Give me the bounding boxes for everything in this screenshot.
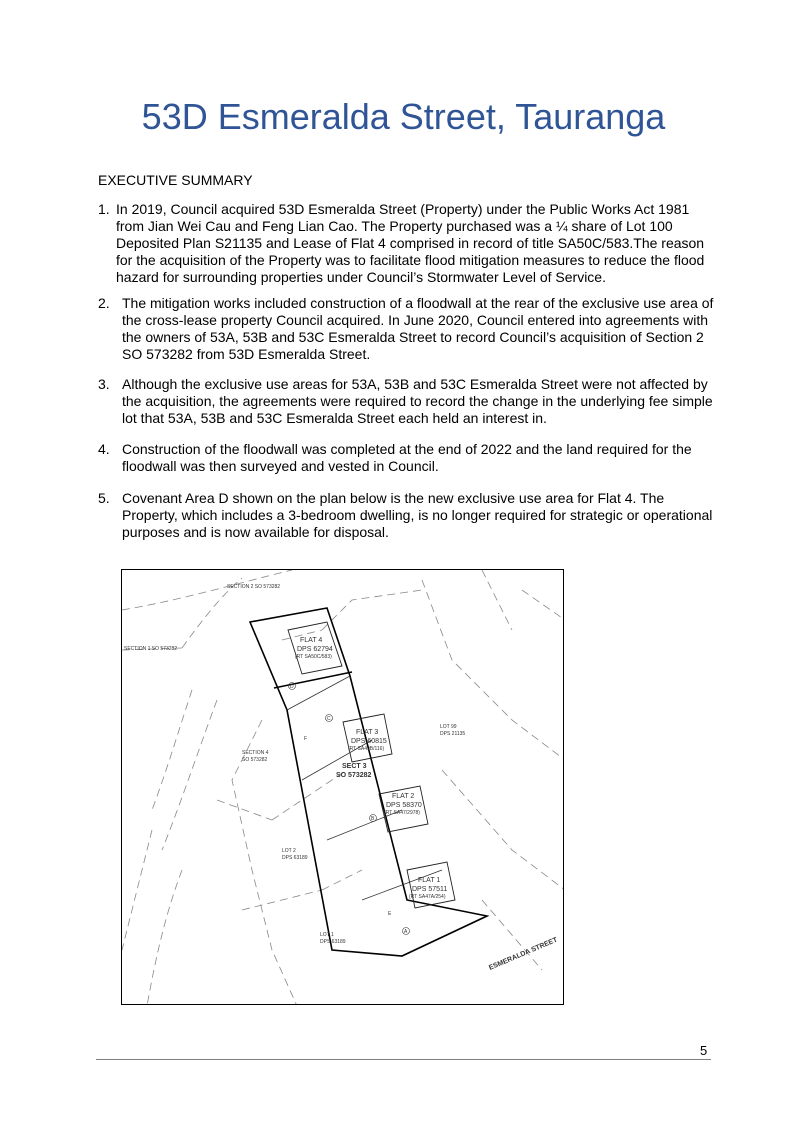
page-title: 53D Esmeralda Street, Tauranga xyxy=(141,96,666,137)
flat3-title-label: (RT SA49B/116) xyxy=(348,746,384,752)
area-b-label: B xyxy=(371,816,375,822)
survey-plan: SECTION 2 SO 573282 SECTION 1 SO 573282 … xyxy=(121,569,564,1005)
flat4-dps-label: DPS 62794 xyxy=(297,646,333,653)
sect3-so-label: SO 573282 xyxy=(336,772,372,779)
lot99-dps-label: DPS 21135 xyxy=(440,731,465,737)
area-c-label: C xyxy=(327,716,331,722)
flat4-title-label: (RT SA50C/583) xyxy=(295,654,332,660)
covenant-area-outlines xyxy=(286,675,443,901)
section4-so-label: SO 573282 xyxy=(242,757,268,763)
summary-paragraph: 3. Although the exclusive use areas for … xyxy=(98,376,718,427)
area-f-label: F xyxy=(304,736,307,742)
flat1-title-label: (RT SA47A/254) xyxy=(409,894,446,900)
flat-buildings xyxy=(287,621,456,909)
area-d-label: D xyxy=(290,684,294,690)
summary-paragraph: 2. The mitigation works included constru… xyxy=(98,295,718,363)
flat3-dps-label: DPS 60815 xyxy=(351,738,387,745)
dashed-boundaries xyxy=(122,570,563,1004)
section-heading: EXECUTIVE SUMMARY xyxy=(98,172,253,188)
paragraph-number: 2. xyxy=(98,295,110,311)
area-a-label: A xyxy=(404,929,408,935)
paragraph-text: The mitigation works included constructi… xyxy=(122,295,714,362)
footer-rule xyxy=(96,1059,711,1060)
section1-label: SECTION 1 SO 573282 xyxy=(124,646,177,652)
lot2-label: LOT 2 xyxy=(282,848,296,854)
summary-paragraph: 4. Construction of the floodwall was com… xyxy=(98,441,718,475)
lot99-label: LOT 99 xyxy=(440,724,457,730)
paragraph-text: Covenant Area D shown on the plan below … xyxy=(122,490,713,540)
paragraph-text: In 2019, Council acquired 53D Esmeralda … xyxy=(116,201,705,285)
flat-labels: FLAT 4 DPS 62794 (RT SA50C/583) FLAT 3 D… xyxy=(295,637,447,900)
section2-label: SECTION 2 SO 573282 xyxy=(227,584,280,590)
paragraph-text: Although the exclusive use areas for 53A… xyxy=(122,376,713,426)
flat3-label: FLAT 3 xyxy=(356,729,378,736)
flat4-label: FLAT 4 xyxy=(300,637,322,644)
flat1-dps-label: DPS 57511 xyxy=(412,886,447,893)
area-e-label: E xyxy=(388,911,392,917)
page-number: 5 xyxy=(700,1043,708,1058)
paragraph-number: 1. xyxy=(98,201,110,217)
flat2-label: FLAT 2 xyxy=(392,793,414,800)
summary-paragraph: 1. In 2019, Council acquired 53D Esmeral… xyxy=(98,201,718,286)
plan-labels: SECTION 2 SO 573282 SECTION 1 SO 573282 … xyxy=(124,584,465,945)
lot-boundary xyxy=(248,607,490,957)
sect3-labels: SECT 3 SO 573282 xyxy=(336,763,372,779)
section4-label: SECTION 4 xyxy=(242,750,269,756)
flat1-label: FLAT 1 xyxy=(418,877,440,884)
flat2-title-label: (RT SA47/2978) xyxy=(384,810,420,816)
summary-paragraph: 5. Covenant Area D shown on the plan bel… xyxy=(98,490,718,541)
paragraph-number: 5. xyxy=(98,490,110,506)
lot1-label: LOT 1 xyxy=(320,932,334,938)
paragraph-number: 3. xyxy=(98,376,110,392)
survey-plan-drawing: SECTION 2 SO 573282 SECTION 1 SO 573282 … xyxy=(122,570,563,1004)
covenant-area-letters: D C B A E F xyxy=(288,682,410,935)
paragraph-text: Construction of the floodwall was comple… xyxy=(122,441,692,474)
paragraph-number: 4. xyxy=(98,441,110,457)
sect3-label: SECT 3 xyxy=(342,763,367,770)
lot1-dps-label: DPS 63189 xyxy=(320,939,346,945)
flat2-dps-label: DPS 58370 xyxy=(386,802,422,809)
lot2-dps-label: DPS 63189 xyxy=(282,855,308,861)
street-label: ESMERALDA STREET xyxy=(488,936,559,971)
